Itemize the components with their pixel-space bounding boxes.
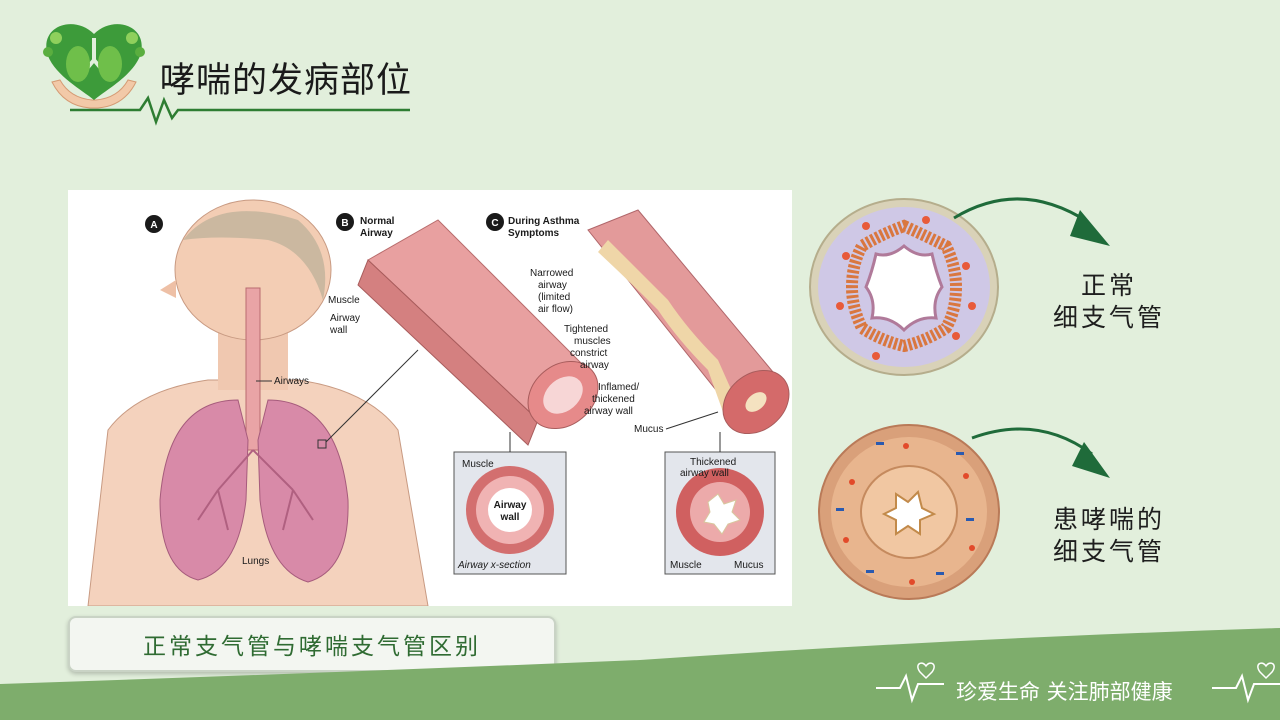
panel-a-badge: [145, 215, 163, 233]
panel-b-letter: B: [341, 218, 348, 229]
panel-b-badge: [336, 213, 354, 231]
normal-airway-title-2: Airway: [360, 228, 393, 239]
heartbeat-icon: [876, 662, 944, 704]
narrowed-label-2: airway: [538, 280, 567, 291]
asthma-label-line2: 细支气管: [1052, 537, 1165, 566]
footer-slogan: 珍爱生命 关注肺部健康: [956, 680, 1173, 704]
anatomy-illustration: A Airways Lungs B Normal Airway Muscle A…: [87, 199, 790, 606]
header-underline-icon: [70, 95, 410, 126]
comparison-caption-box: 正常支气管与哮喘支气管区别: [68, 616, 556, 672]
airways-label: Airways: [274, 376, 309, 387]
asthma-title-2: Symptoms: [508, 228, 560, 239]
normal-label-line1: 正常: [1080, 271, 1137, 300]
panel-c-letter: C: [491, 218, 498, 229]
tightened-label-3: constrict: [570, 348, 607, 359]
muscle-label: Muscle: [328, 295, 360, 306]
normal-label-line2: 细支气管: [1052, 303, 1165, 332]
xsec-thickened-2: airway wall: [680, 468, 729, 479]
normal-bronchiole-label: 正常 细支气管: [1034, 270, 1184, 334]
xsec-thickened-1: Thickened: [690, 457, 736, 468]
page-title: 哮喘的发病部位: [160, 61, 413, 101]
narrowed-label-3: (limited: [538, 292, 570, 303]
panel-c-badge: [486, 213, 504, 231]
footer-wave: [0, 628, 1280, 720]
lungs-hands-logo-icon: [43, 24, 145, 109]
heartbeat-icon-right: [1212, 662, 1280, 704]
asthma-bronchiole-label: 患哮喘的 细支气管: [1034, 504, 1184, 568]
xsec-muscle-label: Muscle: [462, 459, 494, 470]
asthma-bronchiole-image: [818, 424, 1000, 600]
narrowed-label-4: air flow): [538, 304, 573, 315]
panel-a-letter: A: [150, 220, 157, 231]
asthma-title-1: During Asthma: [508, 216, 580, 227]
inflamed-label-1: Inflamed/: [598, 382, 639, 393]
mucus-label: Mucus: [634, 424, 663, 435]
xsec-mucus-label: Mucus: [734, 560, 763, 571]
narrowed-label-1: Narrowed: [530, 268, 573, 279]
inflamed-label-3: airway wall: [584, 406, 633, 417]
inflamed-label-2: thickened: [592, 394, 635, 405]
lungs-label: Lungs: [242, 556, 269, 567]
airway-wall-label-2: wall: [329, 325, 347, 336]
airway-wall-label-1: Airway: [330, 313, 360, 324]
arrow-to-asthma-icon: [971, 427, 1110, 478]
arrow-to-normal-icon: [953, 197, 1110, 246]
normal-bronchiole-image: [809, 198, 999, 376]
tightened-label-4: airway: [580, 360, 609, 371]
asthma-label-line1: 患哮喘的: [1052, 505, 1165, 534]
comparison-caption: 正常支气管与哮喘支气管区别: [143, 634, 481, 660]
tightened-label-1: Tightened: [564, 324, 608, 335]
tightened-label-2: muscles: [574, 336, 611, 347]
xsec-caption: Airway x-section: [457, 560, 531, 571]
xsec-muscle-c-label: Muscle: [670, 560, 702, 571]
asthma-anatomy-figure: A Airways Lungs B Normal Airway Muscle A…: [68, 190, 792, 606]
xsec-airway-wall-2: wall: [500, 512, 520, 523]
normal-airway-title-1: Normal: [360, 216, 395, 227]
xsec-airway-wall-1: Airway: [494, 500, 527, 511]
